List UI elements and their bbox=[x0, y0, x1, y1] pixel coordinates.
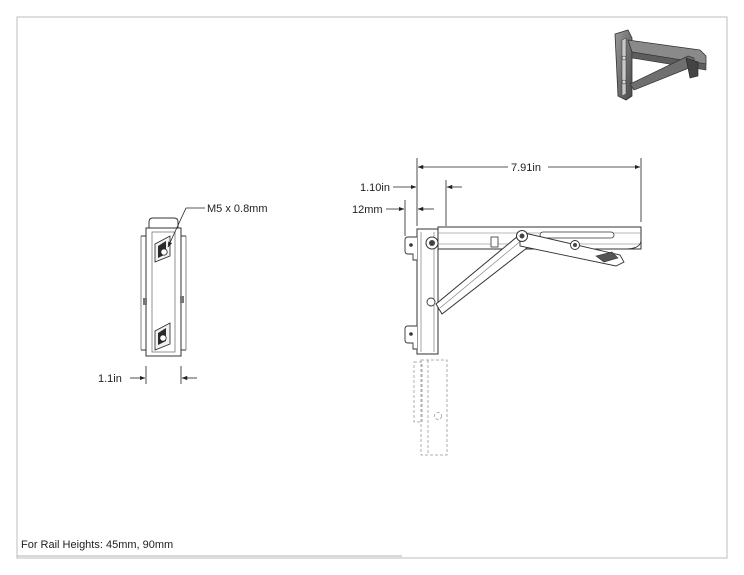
top-offset-label: 1.10in bbox=[360, 182, 390, 194]
front-view bbox=[404, 226, 642, 456]
top-offset-dimension bbox=[393, 180, 462, 226]
rail-heights-note: For Rail Heights: 45mm, 90mm bbox=[21, 539, 174, 551]
rail-offset-label: 12mm bbox=[352, 204, 383, 216]
sheet-border bbox=[16, 16, 728, 559]
side-thickness-label: 1.1in bbox=[98, 373, 122, 385]
overall-width-dimension bbox=[416, 158, 642, 226]
side-thickness-dimension bbox=[130, 366, 197, 384]
iso-view-thumbnail bbox=[614, 29, 707, 101]
rail-offset-dimension bbox=[386, 200, 434, 236]
overall-width-label: 7.91in bbox=[511, 162, 541, 174]
folded-position-phantom bbox=[413, 359, 448, 456]
thread-label: M5 x 0.8mm bbox=[207, 203, 268, 215]
thread-callout: M5 x 0.8mm bbox=[167, 203, 268, 248]
side-view bbox=[140, 217, 187, 357]
